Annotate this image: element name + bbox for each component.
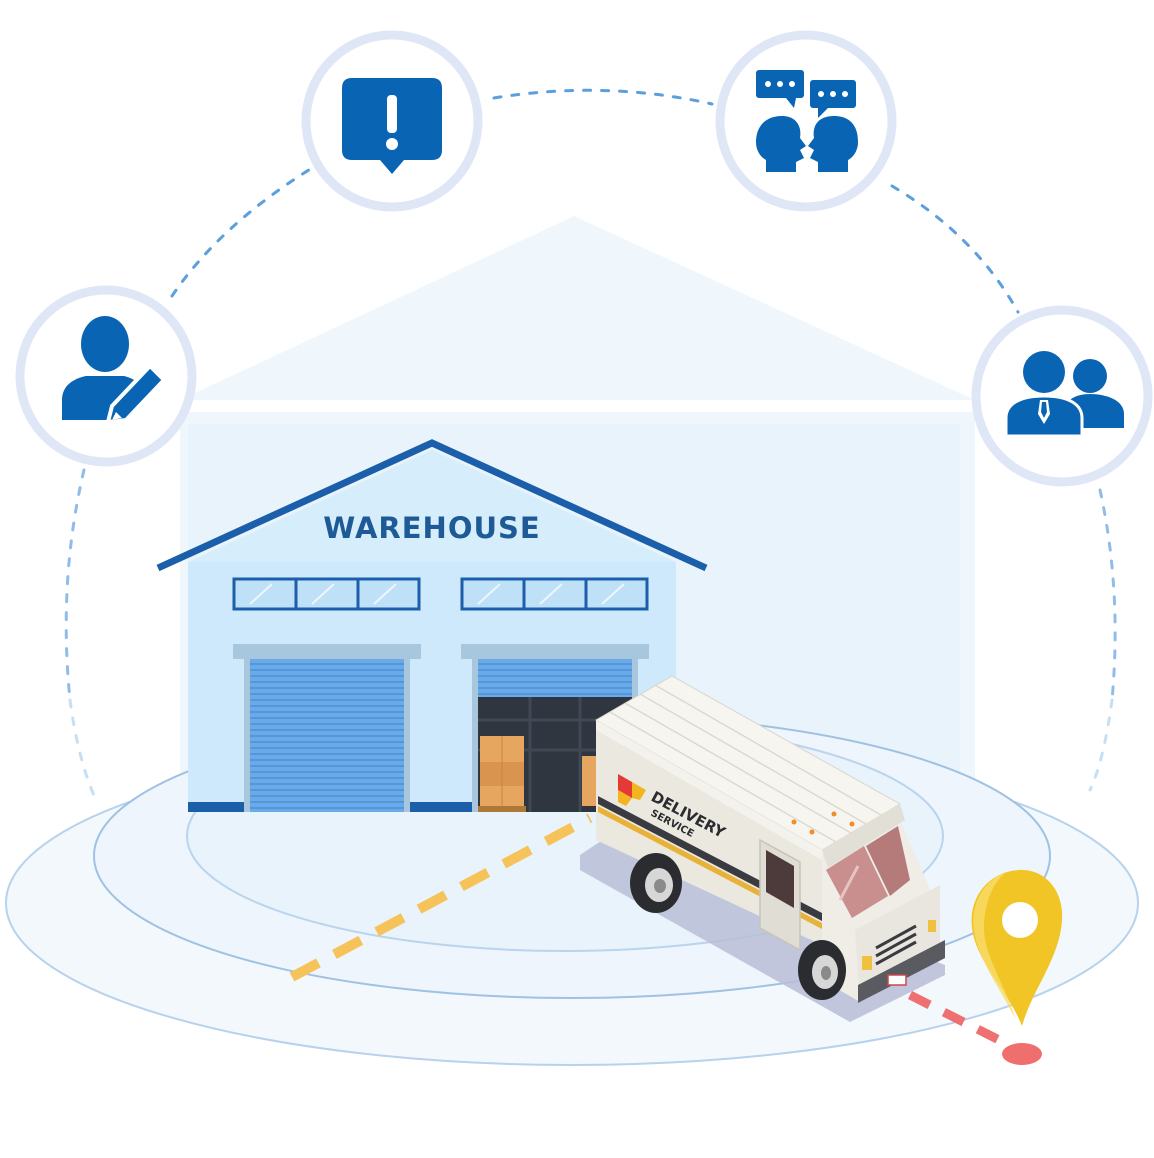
user-edit-icon — [62, 316, 167, 425]
team-node — [971, 305, 1153, 487]
delivery-route — [289, 813, 1042, 1065]
warehouse-label: WAREHOUSE — [323, 511, 540, 545]
cargo-boxes — [478, 736, 600, 812]
warehouse-window-left — [232, 577, 421, 611]
delivery-van: DELIVERY SERVICE — [580, 675, 945, 1022]
van-logo — [618, 774, 646, 806]
warehouse-door-left — [233, 644, 421, 812]
dotted-orbit — [64, 88, 1117, 802]
user-edit-node — [15, 285, 197, 467]
destination-dot — [1002, 1043, 1042, 1065]
warehouse: WAREHOUSE — [156, 439, 708, 812]
alert-message-icon — [342, 78, 442, 174]
van-front-wheel — [798, 940, 846, 1000]
warehouse-window-right — [460, 577, 649, 611]
conversation-node — [715, 30, 897, 212]
van-rear-wheel — [630, 853, 682, 913]
conversation-icon — [756, 70, 858, 172]
team-icon — [1004, 351, 1124, 438]
alert-message-node — [301, 30, 483, 212]
location-pin-icon — [971, 869, 1063, 1026]
van-grille — [875, 924, 917, 966]
